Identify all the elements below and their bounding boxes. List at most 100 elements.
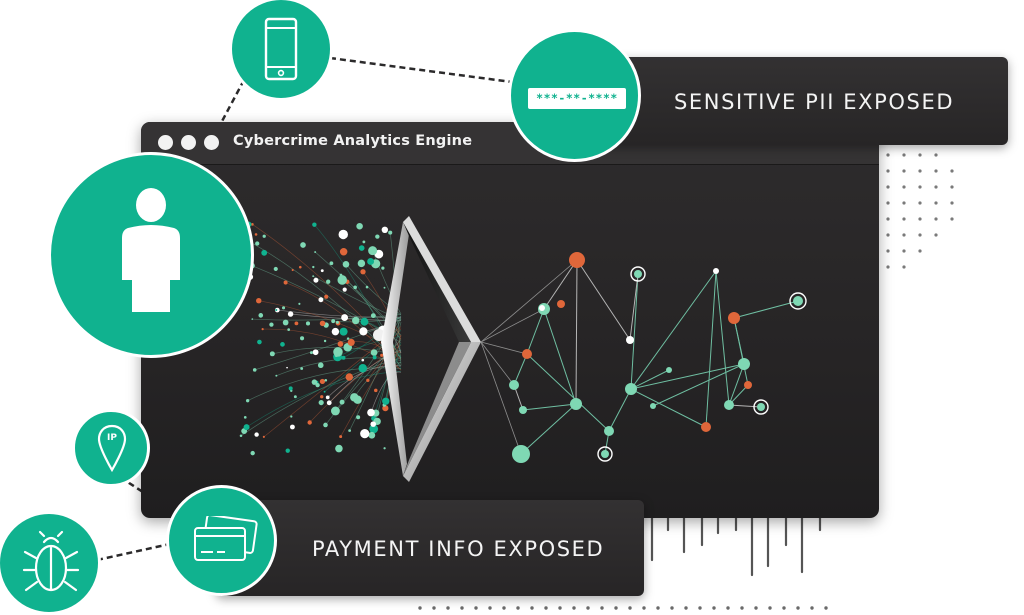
network-edge (513, 353, 528, 386)
data-stream (340, 341, 402, 360)
network-node (634, 270, 642, 278)
decor-dot (474, 606, 478, 610)
data-particle (370, 421, 377, 427)
network-edge (480, 341, 528, 355)
data-particle (348, 429, 351, 432)
data-particle (293, 395, 297, 399)
data-particle (314, 251, 317, 254)
data-particle (334, 353, 339, 357)
network-nodes (509, 252, 807, 463)
network-node (570, 398, 582, 410)
credit-card-icon (194, 516, 258, 561)
data-particle (372, 355, 377, 360)
data-particle (380, 353, 384, 357)
data-particle (323, 422, 328, 428)
window-minimize-button[interactable] (181, 135, 196, 150)
network-node (625, 383, 637, 395)
pii-exposed-label: SENSITIVE PII EXPOSED (674, 90, 955, 114)
data-particle (255, 241, 260, 246)
payment-node (166, 485, 277, 596)
network-node (789, 292, 807, 310)
data-particle (250, 450, 255, 456)
data-particle (331, 406, 340, 416)
data-particle (342, 287, 347, 292)
data-particle (251, 223, 254, 226)
data-particle (365, 285, 369, 289)
data-particle (352, 316, 360, 325)
data-particle (275, 308, 278, 312)
data-particle (258, 313, 264, 318)
data-particle (360, 269, 366, 275)
data-particle (341, 314, 349, 321)
data-particle (283, 280, 288, 285)
data-particle (254, 432, 259, 437)
data-particle (346, 337, 350, 340)
decor-dot (418, 606, 422, 610)
data-particle (326, 400, 332, 406)
network-node (738, 358, 750, 370)
decor-dot (824, 606, 828, 610)
data-particle (374, 388, 378, 393)
data-particle (262, 234, 266, 238)
data-stream (342, 279, 402, 340)
data-particle (300, 242, 306, 248)
analytics-visualization (239, 216, 807, 482)
data-stream (337, 335, 402, 358)
person-node (48, 152, 254, 358)
network-node (604, 426, 614, 436)
network-node (753, 399, 769, 415)
data-particle (269, 322, 274, 327)
data-particle (312, 222, 317, 227)
data-particle (335, 320, 339, 324)
phone-node (229, 0, 333, 101)
network-edge (629, 273, 639, 341)
data-particle (370, 349, 378, 356)
network-edge (480, 308, 545, 343)
data-particle (312, 349, 319, 356)
decor-dot (642, 606, 646, 610)
payment-exposed-callout: PAYMENT INFO EXPOSED (216, 500, 644, 596)
data-particle (382, 397, 390, 405)
decor-dot (684, 606, 688, 610)
data-particle (370, 313, 376, 319)
data-particle (357, 259, 366, 268)
data-stream (247, 367, 402, 401)
data-particle (339, 273, 343, 277)
data-particle (335, 444, 343, 453)
data-particle (282, 319, 289, 326)
data-particle (356, 222, 363, 230)
data-particle (273, 266, 278, 272)
data-particle (358, 363, 368, 373)
network-edge (480, 341, 522, 455)
data-particle (347, 338, 355, 346)
data-particle (298, 302, 301, 305)
network-edge (630, 369, 670, 390)
data-particle (252, 368, 257, 372)
network-node (569, 252, 585, 268)
network-node (650, 403, 656, 409)
phone-icon (264, 17, 298, 81)
decor-dot (558, 606, 562, 610)
decor-dot (572, 606, 576, 610)
data-particle (318, 297, 324, 303)
data-particle (360, 317, 369, 326)
data-particle (337, 341, 344, 347)
data-particle (367, 258, 375, 265)
data-particle (326, 279, 331, 284)
decor-dot (628, 606, 632, 610)
data-particles (239, 221, 393, 456)
network-node (666, 367, 672, 373)
decor-dot (656, 606, 660, 610)
data-particle (243, 424, 250, 431)
data-particle (383, 286, 386, 289)
data-stream (354, 362, 402, 398)
payment-exposed-label: PAYMENT INFO EXPOSED (312, 537, 605, 561)
network-edge (728, 404, 762, 408)
data-particle (300, 336, 305, 341)
window-close-button[interactable] (158, 135, 173, 150)
data-particle (353, 285, 357, 290)
network-node (793, 296, 803, 306)
network-node (757, 403, 765, 411)
data-particle (320, 269, 324, 273)
window-maximize-button[interactable] (204, 135, 219, 150)
